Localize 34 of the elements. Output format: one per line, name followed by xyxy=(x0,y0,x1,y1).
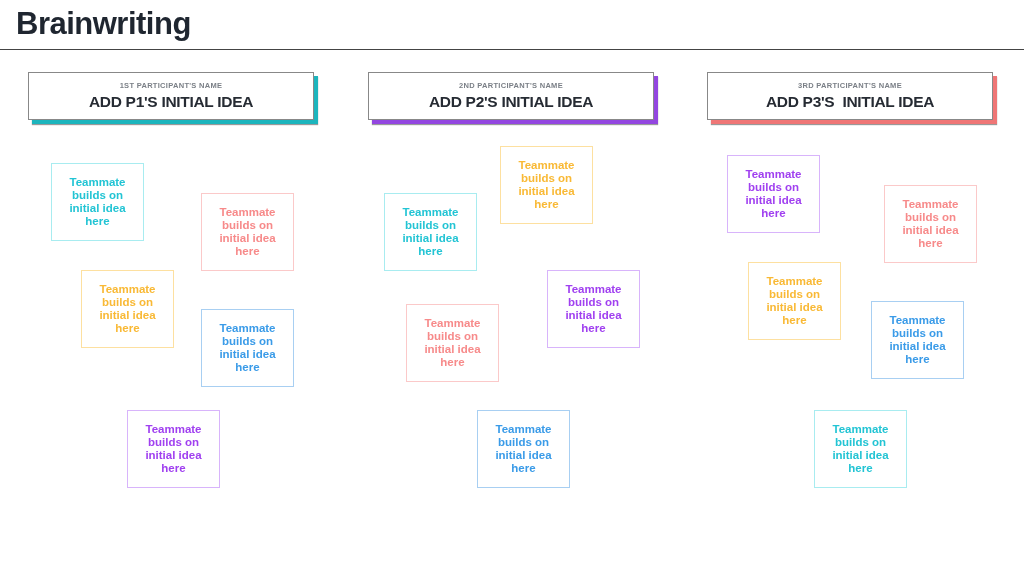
note-text: Teammate builds on initial idea here xyxy=(765,275,824,327)
note-text: Teammate builds on initial idea here xyxy=(218,206,277,258)
sticky-note xyxy=(477,410,570,488)
note-text: Teammate builds on initial idea here xyxy=(98,283,157,335)
sticky-note xyxy=(748,262,841,340)
sticky-note xyxy=(547,270,640,348)
sticky-note xyxy=(127,410,220,488)
sticky-note xyxy=(871,301,964,379)
sticky-note xyxy=(51,163,144,241)
note-text: Teammate builds on initial idea here xyxy=(494,423,553,475)
sticky-note xyxy=(384,193,477,271)
note-text: Teammate builds on initial idea here xyxy=(144,423,203,475)
page-title: Brainwriting xyxy=(16,6,191,42)
sticky-note xyxy=(201,193,294,271)
note-text: Teammate builds on initial idea here xyxy=(401,206,460,258)
initial-idea-heading: ADD P2'S INITIAL IDEA xyxy=(428,93,594,111)
note-text: Teammate builds on initial idea here xyxy=(901,198,960,250)
note-text: Teammate builds on initial idea here xyxy=(888,314,947,366)
sticky-note xyxy=(81,270,174,348)
note-text: Teammate builds on initial idea here xyxy=(517,159,576,211)
sticky-note xyxy=(201,309,294,387)
sticky-note xyxy=(500,146,593,224)
sticky-note xyxy=(884,185,977,263)
note-text: Teammate builds on initial idea here xyxy=(744,168,803,220)
sticky-note xyxy=(814,410,907,488)
sticky-note xyxy=(727,155,820,233)
note-text: Teammate builds on initial idea here xyxy=(68,176,127,228)
initial-idea-heading: ADD P1'S INITIAL IDEA xyxy=(88,93,254,111)
note-text: Teammate builds on initial idea here xyxy=(831,423,890,475)
note-text: Teammate builds on initial idea here xyxy=(218,322,277,374)
sticky-note xyxy=(406,304,499,382)
initial-idea-heading: ADD P3'S INITIAL IDEA xyxy=(765,93,935,111)
note-text: Teammate builds on initial idea here xyxy=(564,283,623,335)
note-text: Teammate builds on initial idea here xyxy=(423,317,482,369)
